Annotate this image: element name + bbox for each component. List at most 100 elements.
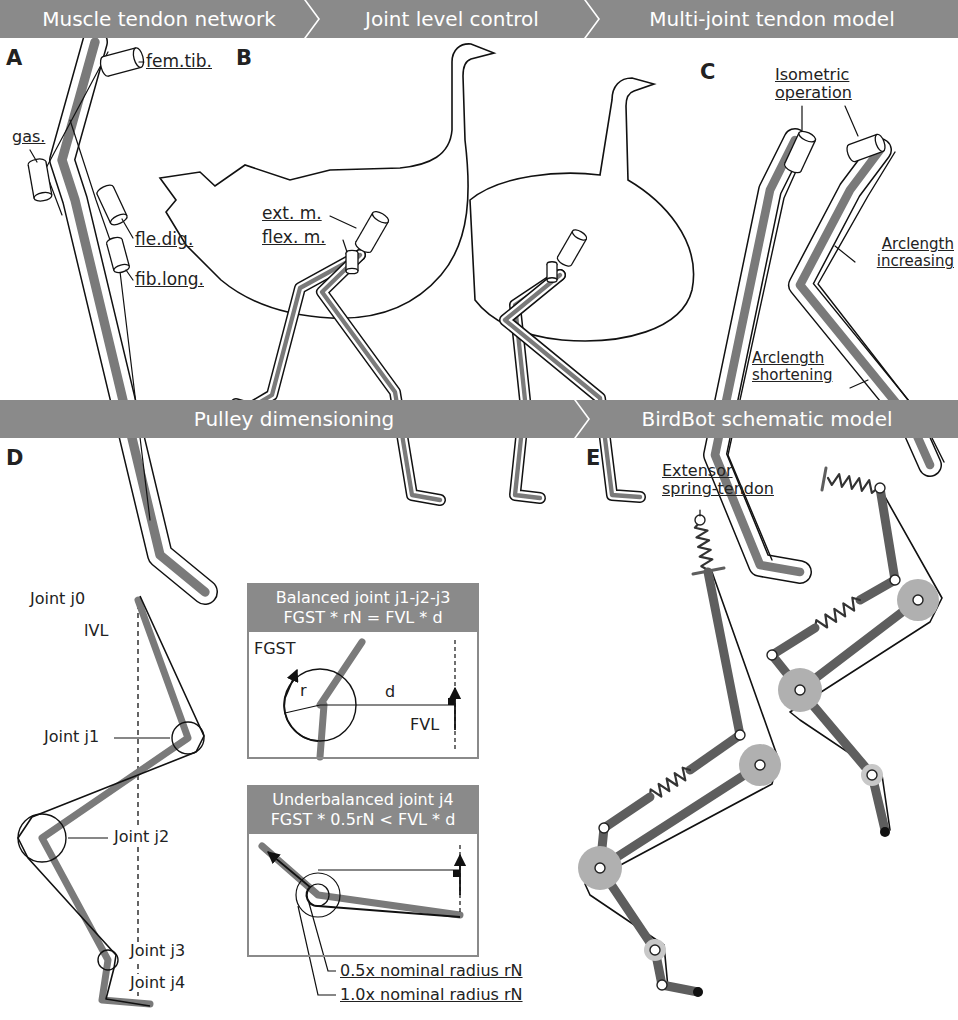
tendon-line <box>70 120 110 240</box>
muscle-cylinder <box>106 236 131 274</box>
ostrich-outline <box>470 78 694 341</box>
force-symbol: FGST <box>254 640 296 658</box>
spring-symbol <box>695 522 712 570</box>
radius-label: 0.5x nominal radius rN <box>340 962 523 980</box>
pin-joint <box>767 650 777 660</box>
muscle-label: ext. m. <box>262 204 322 224</box>
limb-outline <box>505 275 640 497</box>
foot-tip <box>880 827 890 837</box>
box-header: Balanced joint j1-j2-j3FGST * rN = FVL *… <box>249 585 477 632</box>
limb-fill <box>322 255 440 500</box>
foot-tip <box>693 987 703 997</box>
muscle-edge <box>103 48 136 57</box>
section-title: Multi-joint tendon model <box>649 7 894 31</box>
link-bar <box>880 488 895 580</box>
pulley-axle <box>755 760 765 770</box>
muscle-edge <box>122 239 129 266</box>
muscle-edge <box>356 213 373 242</box>
link-bar <box>772 628 815 655</box>
section-title: Pulley dimensioning <box>194 407 395 431</box>
section-band: Muscle tendon network <box>0 0 318 38</box>
muscle-end <box>131 47 145 69</box>
length-symbol: lVL <box>84 622 108 640</box>
formula-box: Underbalanced joint j4FGST * 0.5rN < FVL… <box>247 785 479 957</box>
muscle-edge <box>345 253 346 271</box>
annotation: Arclength shortening <box>752 350 848 385</box>
muscle-cylinder <box>27 158 52 203</box>
joint-label: Joint j0 <box>30 590 85 608</box>
muscle-label: gas. <box>12 128 45 146</box>
muscle-label: fem.tib. <box>146 52 212 72</box>
muscle-edge <box>108 67 141 76</box>
muscle-end <box>797 129 817 144</box>
spring-plate <box>822 468 826 490</box>
bone <box>322 255 440 500</box>
spring-symbol <box>815 598 860 628</box>
muscle-cylinder <box>99 47 146 77</box>
radius-symbol: r <box>300 682 307 700</box>
band-chevron <box>306 0 598 38</box>
pin-joint <box>890 575 900 585</box>
muscle-end <box>571 228 588 242</box>
section-band: Multi-joint tendon model <box>586 0 958 38</box>
pulley <box>644 939 666 961</box>
pin-joint <box>657 980 667 990</box>
formula-box: Balanced joint j1-j2-j3FGST * rN = FVL *… <box>247 583 479 759</box>
muscle-end <box>346 268 358 273</box>
box-title: Balanced joint j1-j2-j3 <box>251 588 475 608</box>
muscle-end <box>873 133 887 153</box>
leader-line <box>122 219 133 238</box>
muscle-edge <box>785 133 799 164</box>
section-band: BirdBot schematic model <box>576 400 958 438</box>
box-header: Underbalanced joint j4FGST * 0.5rN < FVL… <box>249 787 477 834</box>
muscle-cylinder <box>346 250 358 273</box>
spring-symbol <box>828 474 878 493</box>
leader-line <box>835 246 855 262</box>
section-band: Pulley dimensioning <box>0 400 588 438</box>
muscle-end <box>371 209 391 225</box>
spring-symbol <box>650 768 690 797</box>
pulley-axle <box>595 863 605 873</box>
joint-label: Joint j4 <box>128 974 187 992</box>
annotation: Isometric operation <box>775 66 879 103</box>
limb-outline <box>62 42 205 592</box>
pin-joint <box>735 730 745 740</box>
box-title: Underbalanced joint j4 <box>251 790 475 810</box>
muscle-edge <box>113 187 127 216</box>
leader-line <box>850 380 868 388</box>
annotation: Arclength increasing <box>858 236 954 271</box>
balance-formula: FGST * rN = FVL * d <box>251 608 475 628</box>
joint-label: Joint j1 <box>44 728 99 746</box>
muscle-edge <box>546 264 547 280</box>
muscle-edge <box>28 165 34 198</box>
muscle-cylinder <box>547 262 557 283</box>
annotation: Extensor spring-tendon <box>662 462 780 499</box>
leader-line <box>330 216 356 228</box>
tendon-line <box>118 255 150 520</box>
band-chevron <box>0 0 318 38</box>
muscle-cylinder <box>783 129 817 175</box>
pulley <box>739 744 781 786</box>
bone <box>62 42 205 592</box>
pulley-axle <box>913 595 923 605</box>
limb-outline <box>322 255 440 500</box>
balance-formula: FGST * 0.5rN < FVL * d <box>251 810 475 830</box>
link-bar <box>708 572 740 735</box>
muscle-edge <box>371 222 388 251</box>
panel-letter: C <box>700 60 715 84</box>
muscle-label: fle.dig. <box>135 230 193 250</box>
leader-line <box>30 150 37 162</box>
pin-joint <box>875 483 885 493</box>
leader-line <box>126 270 133 280</box>
distance-symbol: d <box>385 683 395 701</box>
radius-label: 1.0x nominal radius rN <box>340 986 523 1004</box>
section-title: Joint level control <box>365 7 539 31</box>
pulley-axle <box>867 770 877 780</box>
link-bar <box>860 580 895 600</box>
section-band: Joint level control <box>306 0 598 38</box>
muscle-edge <box>46 162 52 195</box>
muscle-edge <box>556 264 557 280</box>
band-chevron <box>0 400 588 438</box>
muscle-cylinder <box>556 228 588 268</box>
